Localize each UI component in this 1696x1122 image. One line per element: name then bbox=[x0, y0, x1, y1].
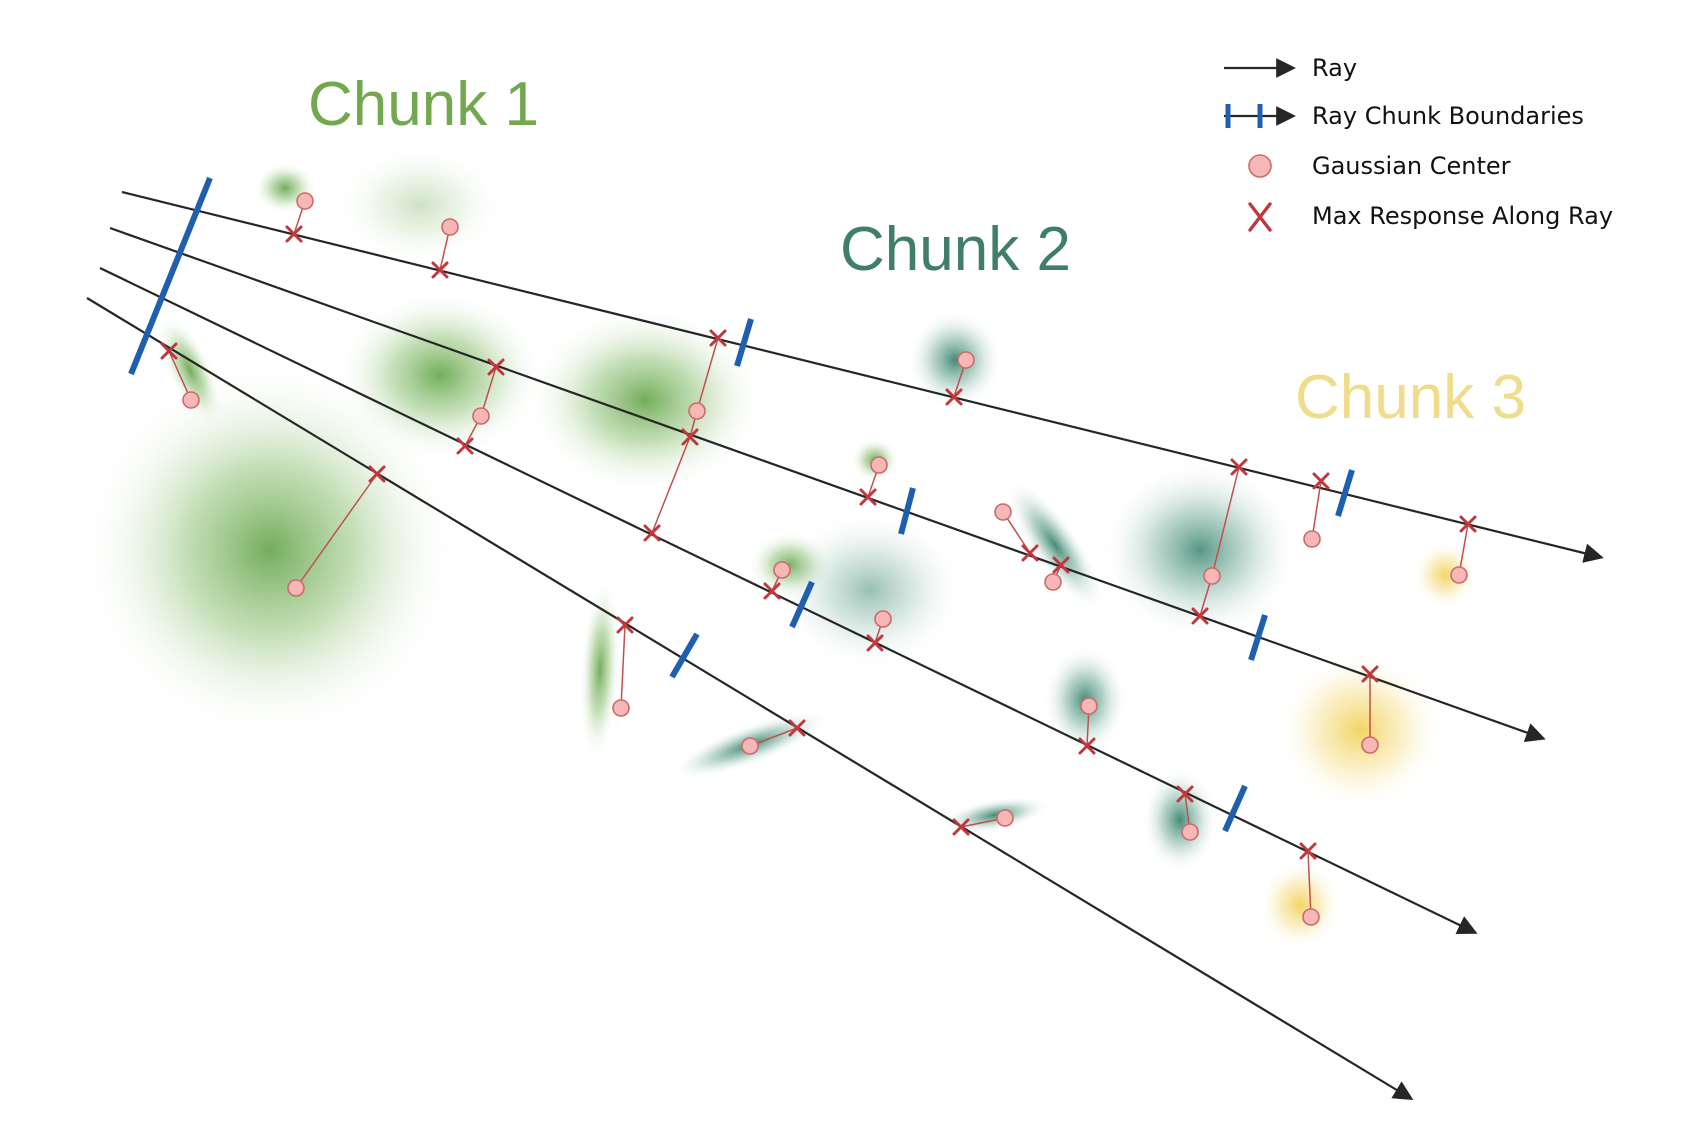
gaussian-blob-chunk2 bbox=[1100, 460, 1300, 640]
chunk-boundary bbox=[1222, 784, 1248, 833]
max-response-marker bbox=[643, 524, 661, 542]
max-response-marker bbox=[866, 634, 884, 652]
ray-1 bbox=[121, 190, 1604, 563]
legend-item-boundaries: Ray Chunk Boundaries bbox=[1224, 102, 1584, 130]
gaussian-center bbox=[1203, 567, 1221, 585]
gaussian-blob-chunk2 bbox=[940, 796, 1050, 834]
gaussian-center bbox=[1303, 530, 1321, 548]
chunk-boundary bbox=[898, 487, 916, 535]
gaussian-center bbox=[996, 809, 1014, 827]
chunk-boundary bbox=[669, 632, 700, 679]
gaussian-center bbox=[296, 192, 314, 210]
legend-item-max-response: Max Response Along Ray bbox=[1248, 202, 1613, 232]
ray-boundary-icon bbox=[1224, 104, 1296, 128]
rays bbox=[86, 190, 1604, 1101]
gaussian-blob-chunk2 bbox=[775, 510, 965, 670]
gaussian-blob-chunk2 bbox=[1142, 768, 1218, 872]
legend-label-center: Gaussian Center bbox=[1312, 152, 1511, 180]
max-response-marker bbox=[616, 616, 634, 634]
ray-2 bbox=[109, 226, 1546, 743]
gaussian-center bbox=[874, 610, 892, 628]
gaussian-blob-chunk3 bbox=[1258, 860, 1342, 950]
max-response-marker bbox=[160, 342, 178, 360]
gaussian-center bbox=[441, 218, 459, 236]
gaussian-center bbox=[1181, 823, 1199, 841]
gaussian-center bbox=[994, 503, 1012, 521]
gaussian-blob-chunk3 bbox=[1413, 541, 1477, 609]
max-response-marker bbox=[1021, 544, 1039, 562]
max-response-marker bbox=[788, 719, 806, 737]
gaussian-blob-chunk2 bbox=[907, 310, 1003, 410]
max-response-marker bbox=[763, 582, 781, 600]
max-response-marker bbox=[487, 358, 505, 376]
max-response-marker bbox=[859, 488, 877, 506]
max-response-marker bbox=[1078, 737, 1096, 755]
gaussian-blob-chunk1 bbox=[579, 578, 621, 762]
gaussian-center bbox=[182, 391, 200, 409]
gaussian-blob-chunk1 bbox=[525, 305, 765, 495]
gaussian-center bbox=[773, 561, 791, 579]
max-response-marker bbox=[952, 818, 970, 836]
ray-chunk-boundaries bbox=[128, 176, 1355, 833]
gaussian-center bbox=[612, 699, 630, 717]
max-response-marker bbox=[1459, 515, 1477, 533]
gaussian-blob-chunk3 bbox=[1275, 650, 1445, 810]
chunk-boundary bbox=[1248, 614, 1268, 661]
max-response-marker bbox=[456, 437, 474, 455]
gaussian-center bbox=[1302, 908, 1320, 926]
circle-icon bbox=[1248, 154, 1272, 178]
gaussian-center bbox=[1080, 697, 1098, 715]
chunk-3-label: Chunk 3 bbox=[1295, 363, 1526, 432]
chunk-boundary bbox=[734, 318, 754, 367]
cross-icon bbox=[1248, 202, 1272, 232]
gaussian-blob-chunk1 bbox=[335, 290, 545, 460]
ray-4 bbox=[86, 297, 1414, 1101]
legend-item-center: Gaussian Center bbox=[1248, 152, 1511, 180]
chunk-1-label: Chunk 1 bbox=[308, 70, 539, 139]
gaussian-center bbox=[287, 579, 305, 597]
max-response-marker bbox=[285, 225, 303, 243]
max-response-marker bbox=[681, 428, 699, 446]
gaussian-centers bbox=[182, 192, 1468, 926]
max-response-marker bbox=[431, 261, 449, 279]
max-response-marker bbox=[1312, 472, 1330, 490]
gaussian-blob-chunk2 bbox=[1006, 479, 1104, 611]
chunk-2-label: Chunk 2 bbox=[840, 215, 1071, 284]
gaussian-blobs bbox=[80, 145, 1477, 950]
legend-label-boundaries: Ray Chunk Boundaries bbox=[1312, 102, 1584, 130]
gaussian-center bbox=[870, 456, 888, 474]
ray-3 bbox=[99, 267, 1478, 935]
max-response-marker bbox=[1191, 607, 1209, 625]
gaussian-center bbox=[688, 402, 706, 420]
legend-label-max-response: Max Response Along Ray bbox=[1312, 202, 1613, 230]
gaussian-blob-chunk1 bbox=[157, 314, 223, 426]
max-response-marker bbox=[368, 465, 386, 483]
max-response-marker bbox=[709, 329, 727, 347]
max-response-marker bbox=[1299, 842, 1317, 860]
max-response-markers bbox=[160, 225, 1477, 860]
max-response-marker bbox=[945, 388, 963, 406]
gaussian-center bbox=[1361, 736, 1379, 754]
legend-item-ray: Ray bbox=[1224, 54, 1357, 82]
gaussian-blob-chunk1 bbox=[80, 360, 460, 740]
chunk-boundary bbox=[789, 580, 815, 629]
max-response-marker bbox=[1176, 785, 1194, 803]
gaussian-blob-chunk1 bbox=[335, 145, 505, 265]
legend-label-ray: Ray bbox=[1312, 54, 1357, 82]
gaussian-center bbox=[741, 737, 759, 755]
chunk-boundary-start bbox=[128, 176, 213, 376]
gaussian-center bbox=[1044, 573, 1062, 591]
legend: Ray Ray Chunk Boundaries Gaussian Center… bbox=[1224, 54, 1613, 232]
gaussian-center bbox=[957, 351, 975, 369]
gaussian-center bbox=[1450, 566, 1468, 584]
chunk-boundary bbox=[1335, 469, 1355, 517]
max-response-marker bbox=[1230, 458, 1248, 476]
max-response-marker bbox=[1052, 556, 1070, 574]
gaussian-center bbox=[472, 407, 490, 425]
max-response-marker bbox=[1361, 665, 1379, 683]
